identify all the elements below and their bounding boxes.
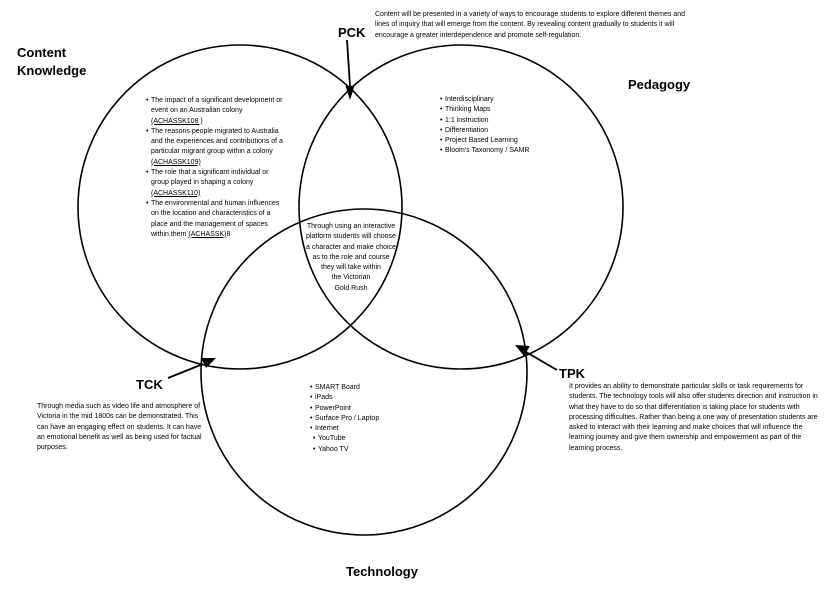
tpk-note: It provides an ability to demonstrate pa… [569,383,818,452]
tck-label: TCK [136,377,163,392]
tpk-label: TPK [559,366,585,381]
list-item: iPads [310,393,410,404]
content-knowledge-label: Content Knowledge [17,45,87,78]
list-item: 1:1 instruction [440,116,570,127]
list-item: The impact of a significant development … [146,96,286,127]
center-text: Through using an interactive platform st… [306,223,396,292]
pedagogy-list: Interdisciplinary Thinking Maps 1:1 inst… [440,95,570,157]
list-item: Yahoo TV [310,445,410,456]
tpk-arrow [515,345,558,371]
pck-arrow [345,39,355,100]
pck-label: PCK [338,25,366,40]
list-item: The role that a significant individual o… [146,168,286,199]
list-item: Differentiation [440,126,570,137]
list-item: The environmental and human influences o… [146,199,286,240]
technology-label: Technology [346,564,418,579]
pck-note: Content will be presented in a variety o… [375,11,685,39]
list-item: PowerPoint [310,404,410,415]
tck-arrow [167,358,216,379]
content-knowledge-circle [77,44,403,370]
list-item: YouTube [310,434,410,445]
list-item: Project Based Learning [440,136,570,147]
content-knowledge-list: The impact of a significant development … [146,96,286,240]
list-item: Thinking Maps [440,105,570,116]
list-item: Bloom's Taxonomy / SAMR [440,146,570,157]
technology-circle [200,208,528,536]
list-item: Interdisciplinary [440,95,570,106]
list-item: SMART Board [310,383,410,394]
list-item: Surface Pro / Laptop [310,414,410,425]
technology-list: SMART Board iPads PowerPoint Surface Pro… [310,383,410,455]
tck-note: Through media such as video life and atm… [37,403,202,452]
list-item: Internet [310,424,410,435]
pedagogy-label: Pedagogy [628,77,691,92]
list-item: The reasons people migrated to Australia… [146,127,286,168]
pedagogy-circle [298,44,624,370]
